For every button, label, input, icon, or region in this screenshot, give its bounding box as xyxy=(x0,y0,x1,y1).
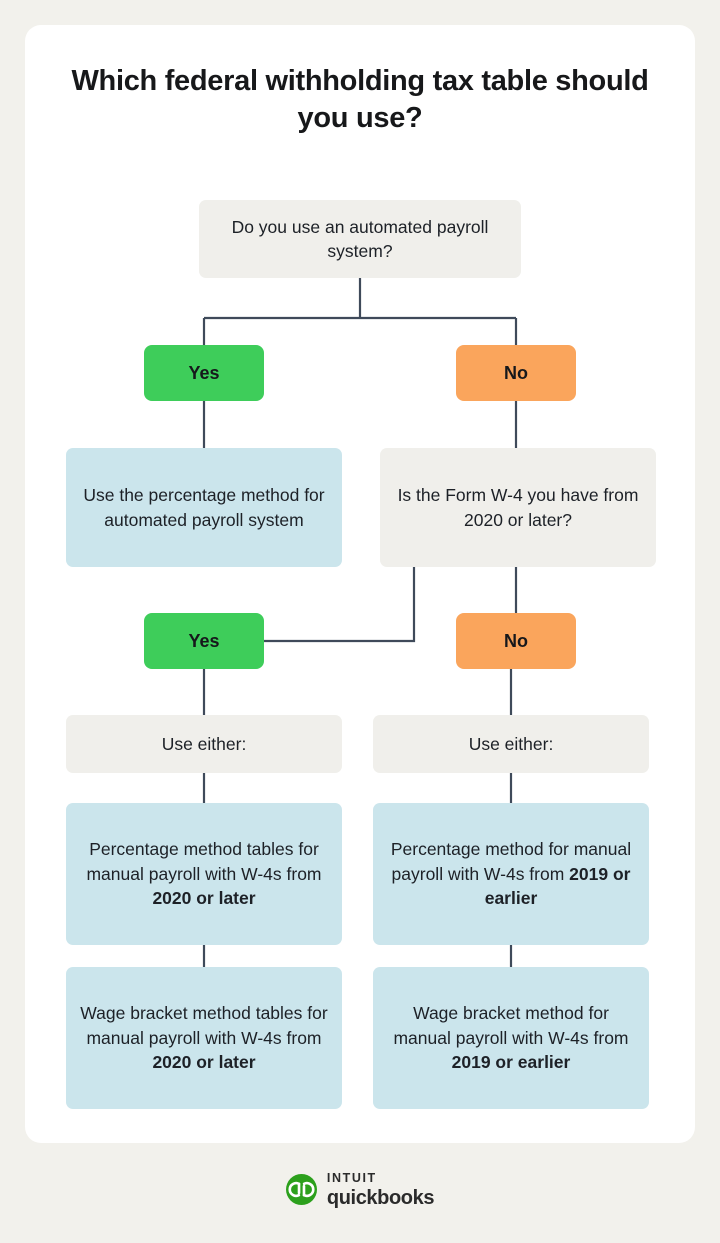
result-text-plain: Percentage method tables for manual payr… xyxy=(86,838,322,884)
question-automated-payroll: Do you use an automated payroll system? xyxy=(199,200,521,278)
branch-no-form-w4: No xyxy=(456,613,576,669)
result-text-plain: Percentage method for manual payroll wit… xyxy=(390,838,632,884)
branch-yes-automated-payroll: Yes xyxy=(144,345,264,401)
question-form-w4-year: Is the Form W-4 you have from 2020 or la… xyxy=(380,448,656,567)
branch-no-automated-payroll: No xyxy=(456,345,576,401)
result-wage-bracket-method-2019-or-earlier: Wage bracket method for manual payroll w… xyxy=(373,967,649,1109)
brand-wordmark: INTUIT quickbooks xyxy=(326,1171,435,1209)
label-use-either-left: Use either: xyxy=(66,715,342,773)
result-text-plain: Wage bracket method for manual payroll w… xyxy=(393,1002,629,1048)
brand-quickbooks: quickbooks xyxy=(326,1186,435,1209)
brand-logo: INTUIT quickbooks xyxy=(0,1172,720,1208)
result-percentage-method-2019-or-earlier: Percentage method for manual payroll wit… xyxy=(373,803,649,945)
result-text: Wage bracket method tables for manual pa… xyxy=(80,1001,328,1076)
result-percentage-method-automated: Use the percentage method for automated … xyxy=(66,448,342,567)
result-percentage-method-2020-or-later: Percentage method tables for manual payr… xyxy=(66,803,342,945)
result-text-emphasis: 2020 or later xyxy=(152,888,256,909)
page-title: Which federal withholding tax table shou… xyxy=(71,65,649,135)
result-text-emphasis: 2020 or later xyxy=(152,1052,256,1073)
result-wage-bracket-method-2020-or-later: Wage bracket method tables for manual pa… xyxy=(66,967,342,1109)
result-text: Wage bracket method for manual payroll w… xyxy=(387,1001,635,1076)
result-text-emphasis: 2019 or earlier xyxy=(451,1052,571,1073)
result-text-emphasis: 2019 or earlier xyxy=(484,863,631,909)
branch-yes-form-w4: Yes xyxy=(144,613,264,669)
edge-q2-to-yes2 xyxy=(264,567,416,643)
result-text-plain: Wage bracket method tables for manual pa… xyxy=(80,1002,328,1048)
brand-intuit: INTUIT xyxy=(326,1171,377,1185)
label-use-either-right: Use either: xyxy=(373,715,649,773)
result-text: Percentage method for manual payroll wit… xyxy=(387,837,635,912)
result-text: Percentage method tables for manual payr… xyxy=(80,837,328,912)
qb-circle-icon xyxy=(285,1174,317,1206)
